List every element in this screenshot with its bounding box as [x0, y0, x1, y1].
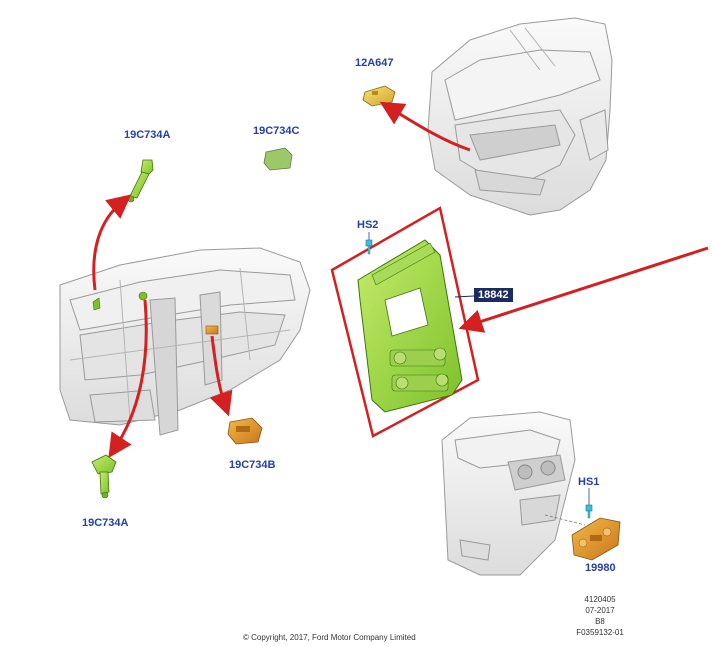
- dash-antenna-center-marker: [138, 291, 148, 301]
- vehicle-front-illustration: [427, 17, 613, 216]
- dash-module-marker: [205, 325, 219, 335]
- part-18842-bezel: [357, 239, 463, 413]
- figure-date: 07-2017: [585, 606, 615, 615]
- callout-19c734c: 19C734C: [253, 125, 300, 137]
- part-hs1-fastener: [585, 504, 593, 519]
- part-19c734c-module: [263, 147, 293, 171]
- leader-18842: [454, 295, 475, 298]
- arrow-to-19c734a-upper: [92, 194, 132, 291]
- figure-metadata: 4120405 07-2017 B8 F0359132-01: [565, 594, 635, 638]
- callout-19c734b: 19C734B: [229, 459, 276, 471]
- callout-19980: 19980: [585, 562, 616, 574]
- figure-revision: B8: [595, 617, 605, 626]
- callout-19c734a-lower: 19C734A: [82, 517, 129, 529]
- part-19980-module: [571, 517, 621, 561]
- ref-number: 4120405: [584, 595, 616, 604]
- callout-hs2: HS2: [357, 219, 379, 231]
- instrument-panel-illustration: [59, 247, 311, 436]
- bezel-highlight-frame: [330, 206, 480, 438]
- arrow-to-12a647: [379, 101, 471, 152]
- part-19c734b-module: [227, 417, 263, 445]
- arrow-to-18842: [458, 246, 709, 333]
- dash-antenna-left-marker: [92, 297, 101, 311]
- callout-12a647: 12A647: [355, 57, 394, 69]
- part-19c734a-upper-antenna: [127, 159, 154, 203]
- leader-console-dashed: [544, 514, 586, 526]
- arrow-to-19c734b: [209, 335, 233, 417]
- part-19c734a-lower-antenna: [91, 454, 117, 499]
- callout-19c734a-upper: 19C734A: [124, 129, 171, 141]
- copyright-notice: © Copyright, 2017, Ford Motor Company Li…: [243, 633, 416, 642]
- figure-id: F0359132-01: [576, 628, 624, 637]
- arrow-to-19c734a-lower: [108, 299, 148, 459]
- callout-18842: 18842: [474, 288, 513, 302]
- callout-hs1: HS1: [578, 476, 600, 488]
- center-console-illustration: [441, 411, 576, 576]
- part-12a647-module: [362, 85, 396, 107]
